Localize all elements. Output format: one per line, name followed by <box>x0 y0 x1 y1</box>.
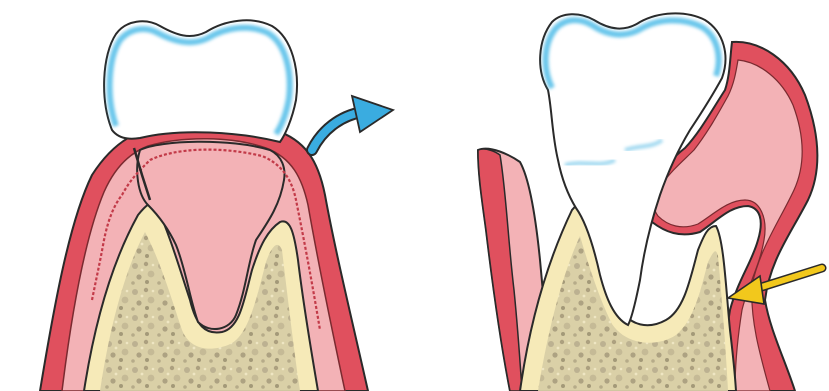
curved-arrow-icon <box>312 96 393 150</box>
panel-a: a <box>12 20 393 391</box>
panel-b-label: b <box>452 364 464 389</box>
panel-b: b <box>452 13 822 391</box>
panel-a-label: a <box>12 364 25 389</box>
